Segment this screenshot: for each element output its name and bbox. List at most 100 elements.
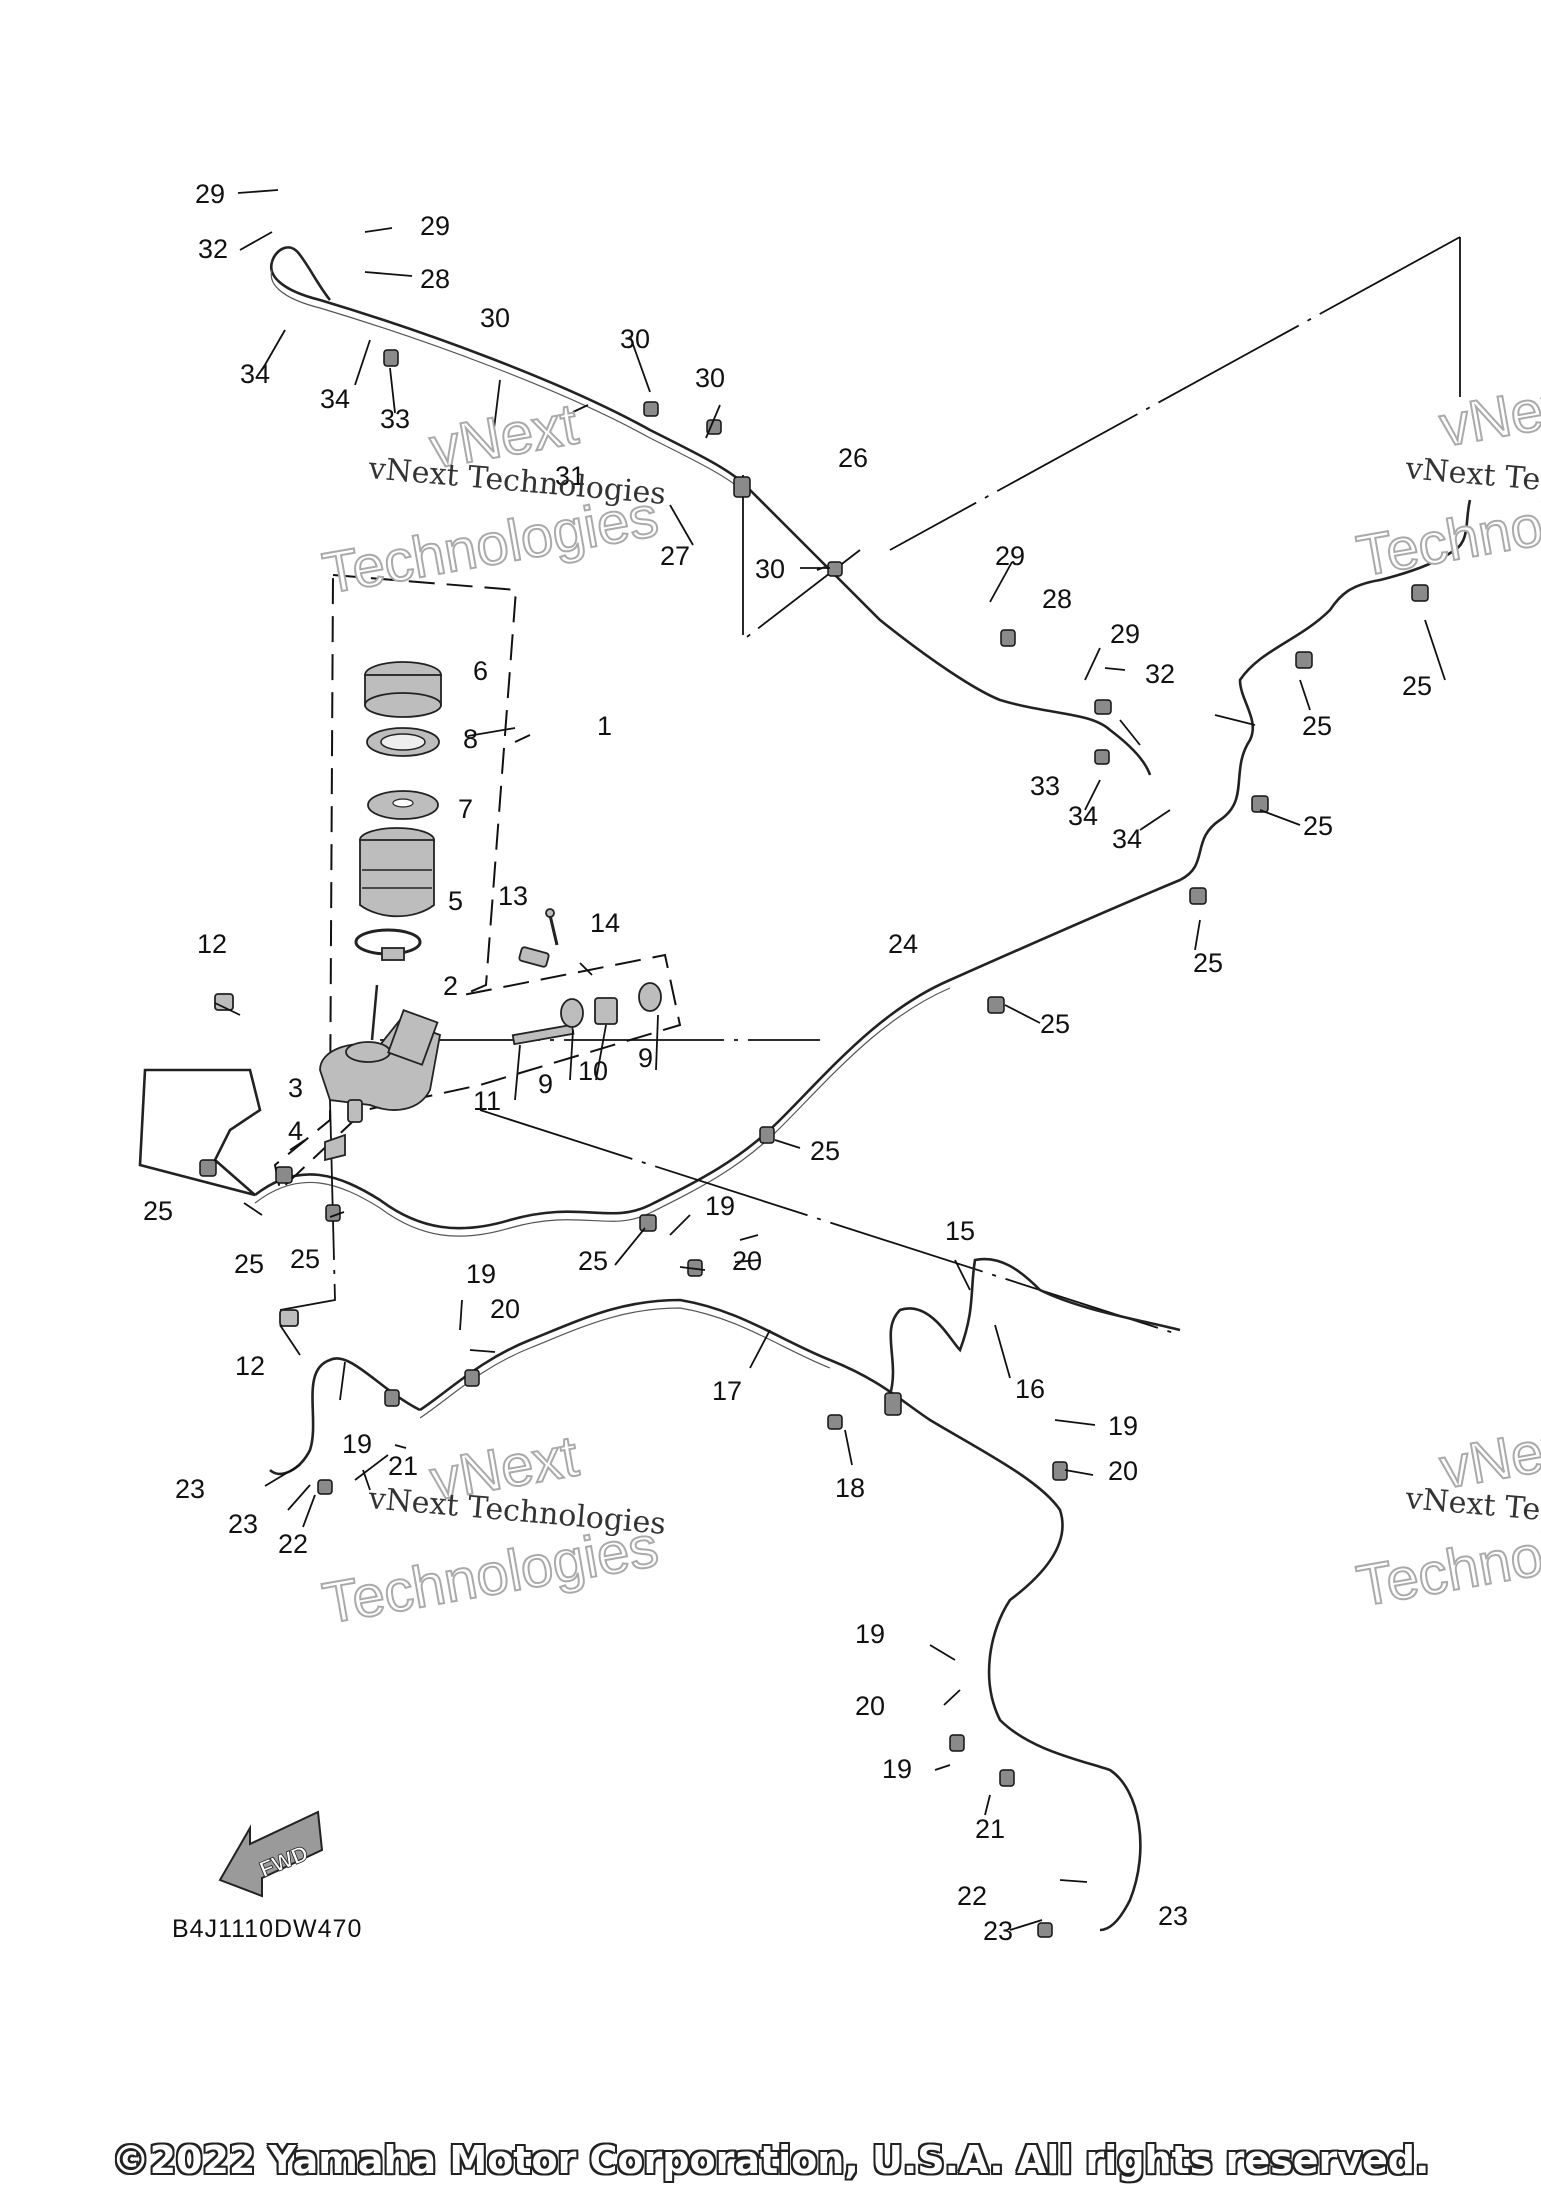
callout-30: 30 bbox=[620, 324, 650, 354]
callout-25: 25 bbox=[1302, 711, 1332, 741]
bushing-9a bbox=[560, 998, 584, 1028]
bolt-13 bbox=[518, 946, 550, 968]
hose-upper bbox=[269, 261, 1152, 776]
callout-25: 25 bbox=[1040, 1009, 1070, 1039]
callout-23: 23 bbox=[983, 1916, 1013, 1946]
svg-text:Technologies: Technologies bbox=[318, 1514, 663, 1637]
callout-1: 1 bbox=[597, 711, 612, 741]
callout-33: 33 bbox=[1030, 771, 1060, 801]
callout-4: 4 bbox=[288, 1116, 303, 1146]
callout-25: 25 bbox=[234, 1249, 264, 1279]
fwd-arrow-icon: FWD bbox=[218, 1810, 324, 1898]
pipe-15 bbox=[888, 1257, 1181, 1396]
callout-17: 17 bbox=[712, 1376, 742, 1406]
callout-34: 34 bbox=[1112, 824, 1142, 854]
callout-25: 25 bbox=[1303, 811, 1333, 841]
brake-pipe-24 bbox=[254, 499, 1472, 1230]
callout-25: 25 bbox=[290, 1244, 320, 1274]
callout-3: 3 bbox=[288, 1073, 303, 1103]
callout-29: 29 bbox=[995, 541, 1025, 571]
callout-21: 21 bbox=[388, 1451, 418, 1481]
watermark-lower-right: vNext vNext Technologies Technologies bbox=[1351, 1411, 1541, 1620]
leader-lines bbox=[214, 189, 1446, 1931]
callout-22: 22 bbox=[278, 1529, 308, 1559]
assembly-outline-1 bbox=[273, 573, 682, 1192]
callout-9: 9 bbox=[538, 1069, 553, 1099]
callout-20: 20 bbox=[1108, 1456, 1138, 1486]
callout-34: 34 bbox=[320, 384, 350, 414]
hose-clamp-5 bbox=[354, 928, 422, 961]
callout-23: 23 bbox=[1158, 1901, 1188, 1931]
callout-15: 15 bbox=[945, 1216, 975, 1246]
callout-28: 28 bbox=[1042, 584, 1072, 614]
callout-26: 26 bbox=[838, 443, 868, 473]
diagram-code: B4J1110DW470 bbox=[172, 1915, 362, 1943]
callout-labels: 29 32 29 28 34 34 33 30 30 30 31 26 27 3… bbox=[143, 179, 1432, 1946]
callout-30: 30 bbox=[695, 363, 725, 393]
callout-34: 34 bbox=[1068, 801, 1098, 831]
callout-28: 28 bbox=[420, 264, 450, 294]
callout-29: 29 bbox=[420, 211, 450, 241]
callout-29: 29 bbox=[195, 179, 225, 209]
callout-19: 19 bbox=[882, 1754, 912, 1784]
pin-11 bbox=[511, 1023, 575, 1046]
callout-27: 27 bbox=[660, 541, 690, 571]
callout-20: 20 bbox=[490, 1294, 520, 1324]
bleeder-4 bbox=[324, 1133, 346, 1162]
callout-21: 21 bbox=[975, 1814, 1005, 1844]
watermark-upper-left: vNext vNext Technologies Technologies bbox=[317, 390, 667, 607]
reservoir-cap-6 bbox=[364, 661, 442, 718]
callout-25: 25 bbox=[1402, 671, 1432, 701]
callout-11: 11 bbox=[473, 1086, 501, 1116]
callout-30: 30 bbox=[755, 554, 785, 584]
callout-30: 30 bbox=[480, 303, 510, 333]
callout-24: 24 bbox=[888, 929, 918, 959]
svg-text:vNext: vNext bbox=[1435, 370, 1541, 460]
bolt-12-lower bbox=[279, 1309, 299, 1327]
bushing-9b bbox=[638, 982, 662, 1012]
callout-22: 22 bbox=[957, 1881, 987, 1911]
callout-14: 14 bbox=[590, 908, 620, 938]
watermark-upper-right: vNext vNext Technologies Technologies bbox=[1351, 369, 1541, 590]
callout-2: 2 bbox=[443, 971, 458, 1001]
callout-32: 32 bbox=[198, 234, 228, 264]
callout-6: 6 bbox=[473, 656, 488, 686]
callout-25: 25 bbox=[810, 1136, 840, 1166]
pin-14 bbox=[545, 908, 559, 946]
callout-23: 23 bbox=[228, 1509, 258, 1539]
callout-19: 19 bbox=[342, 1429, 372, 1459]
callout-19: 19 bbox=[466, 1259, 496, 1289]
callout-18: 18 bbox=[835, 1473, 865, 1503]
bolt-3 bbox=[347, 1099, 363, 1123]
copyright-notice: ©2022 Yamaha Motor Corporation, U.S.A. A… bbox=[111, 2138, 1430, 2182]
callout-20: 20 bbox=[732, 1246, 762, 1276]
callout-32: 32 bbox=[1145, 659, 1175, 689]
bushing-10 bbox=[594, 997, 618, 1025]
callout-19: 19 bbox=[855, 1619, 885, 1649]
callout-7: 7 bbox=[458, 794, 473, 824]
callout-12: 12 bbox=[235, 1351, 265, 1381]
callout-25: 25 bbox=[1193, 948, 1223, 978]
callout-10: 10 bbox=[578, 1056, 608, 1086]
callout-19: 19 bbox=[705, 1191, 735, 1221]
callout-16: 16 bbox=[1015, 1374, 1045, 1404]
master-cylinder-2 bbox=[319, 1009, 442, 1111]
callout-25: 25 bbox=[143, 1196, 173, 1226]
callout-9: 9 bbox=[638, 1043, 653, 1073]
callout-33: 33 bbox=[380, 404, 410, 434]
callout-31: 31 bbox=[555, 461, 585, 491]
callout-25: 25 bbox=[578, 1246, 608, 1276]
callout-13: 13 bbox=[498, 881, 528, 911]
reference-line-upper bbox=[742, 236, 1461, 642]
reservoir bbox=[359, 827, 435, 918]
callout-8: 8 bbox=[463, 724, 478, 754]
callout-29: 29 bbox=[1110, 619, 1140, 649]
callout-20: 20 bbox=[855, 1691, 885, 1721]
diaphragm-8 bbox=[366, 727, 440, 757]
callout-23: 23 bbox=[175, 1474, 205, 1504]
plate-7 bbox=[367, 790, 439, 820]
callout-19: 19 bbox=[1108, 1411, 1138, 1441]
clip-markers bbox=[199, 349, 1429, 1938]
